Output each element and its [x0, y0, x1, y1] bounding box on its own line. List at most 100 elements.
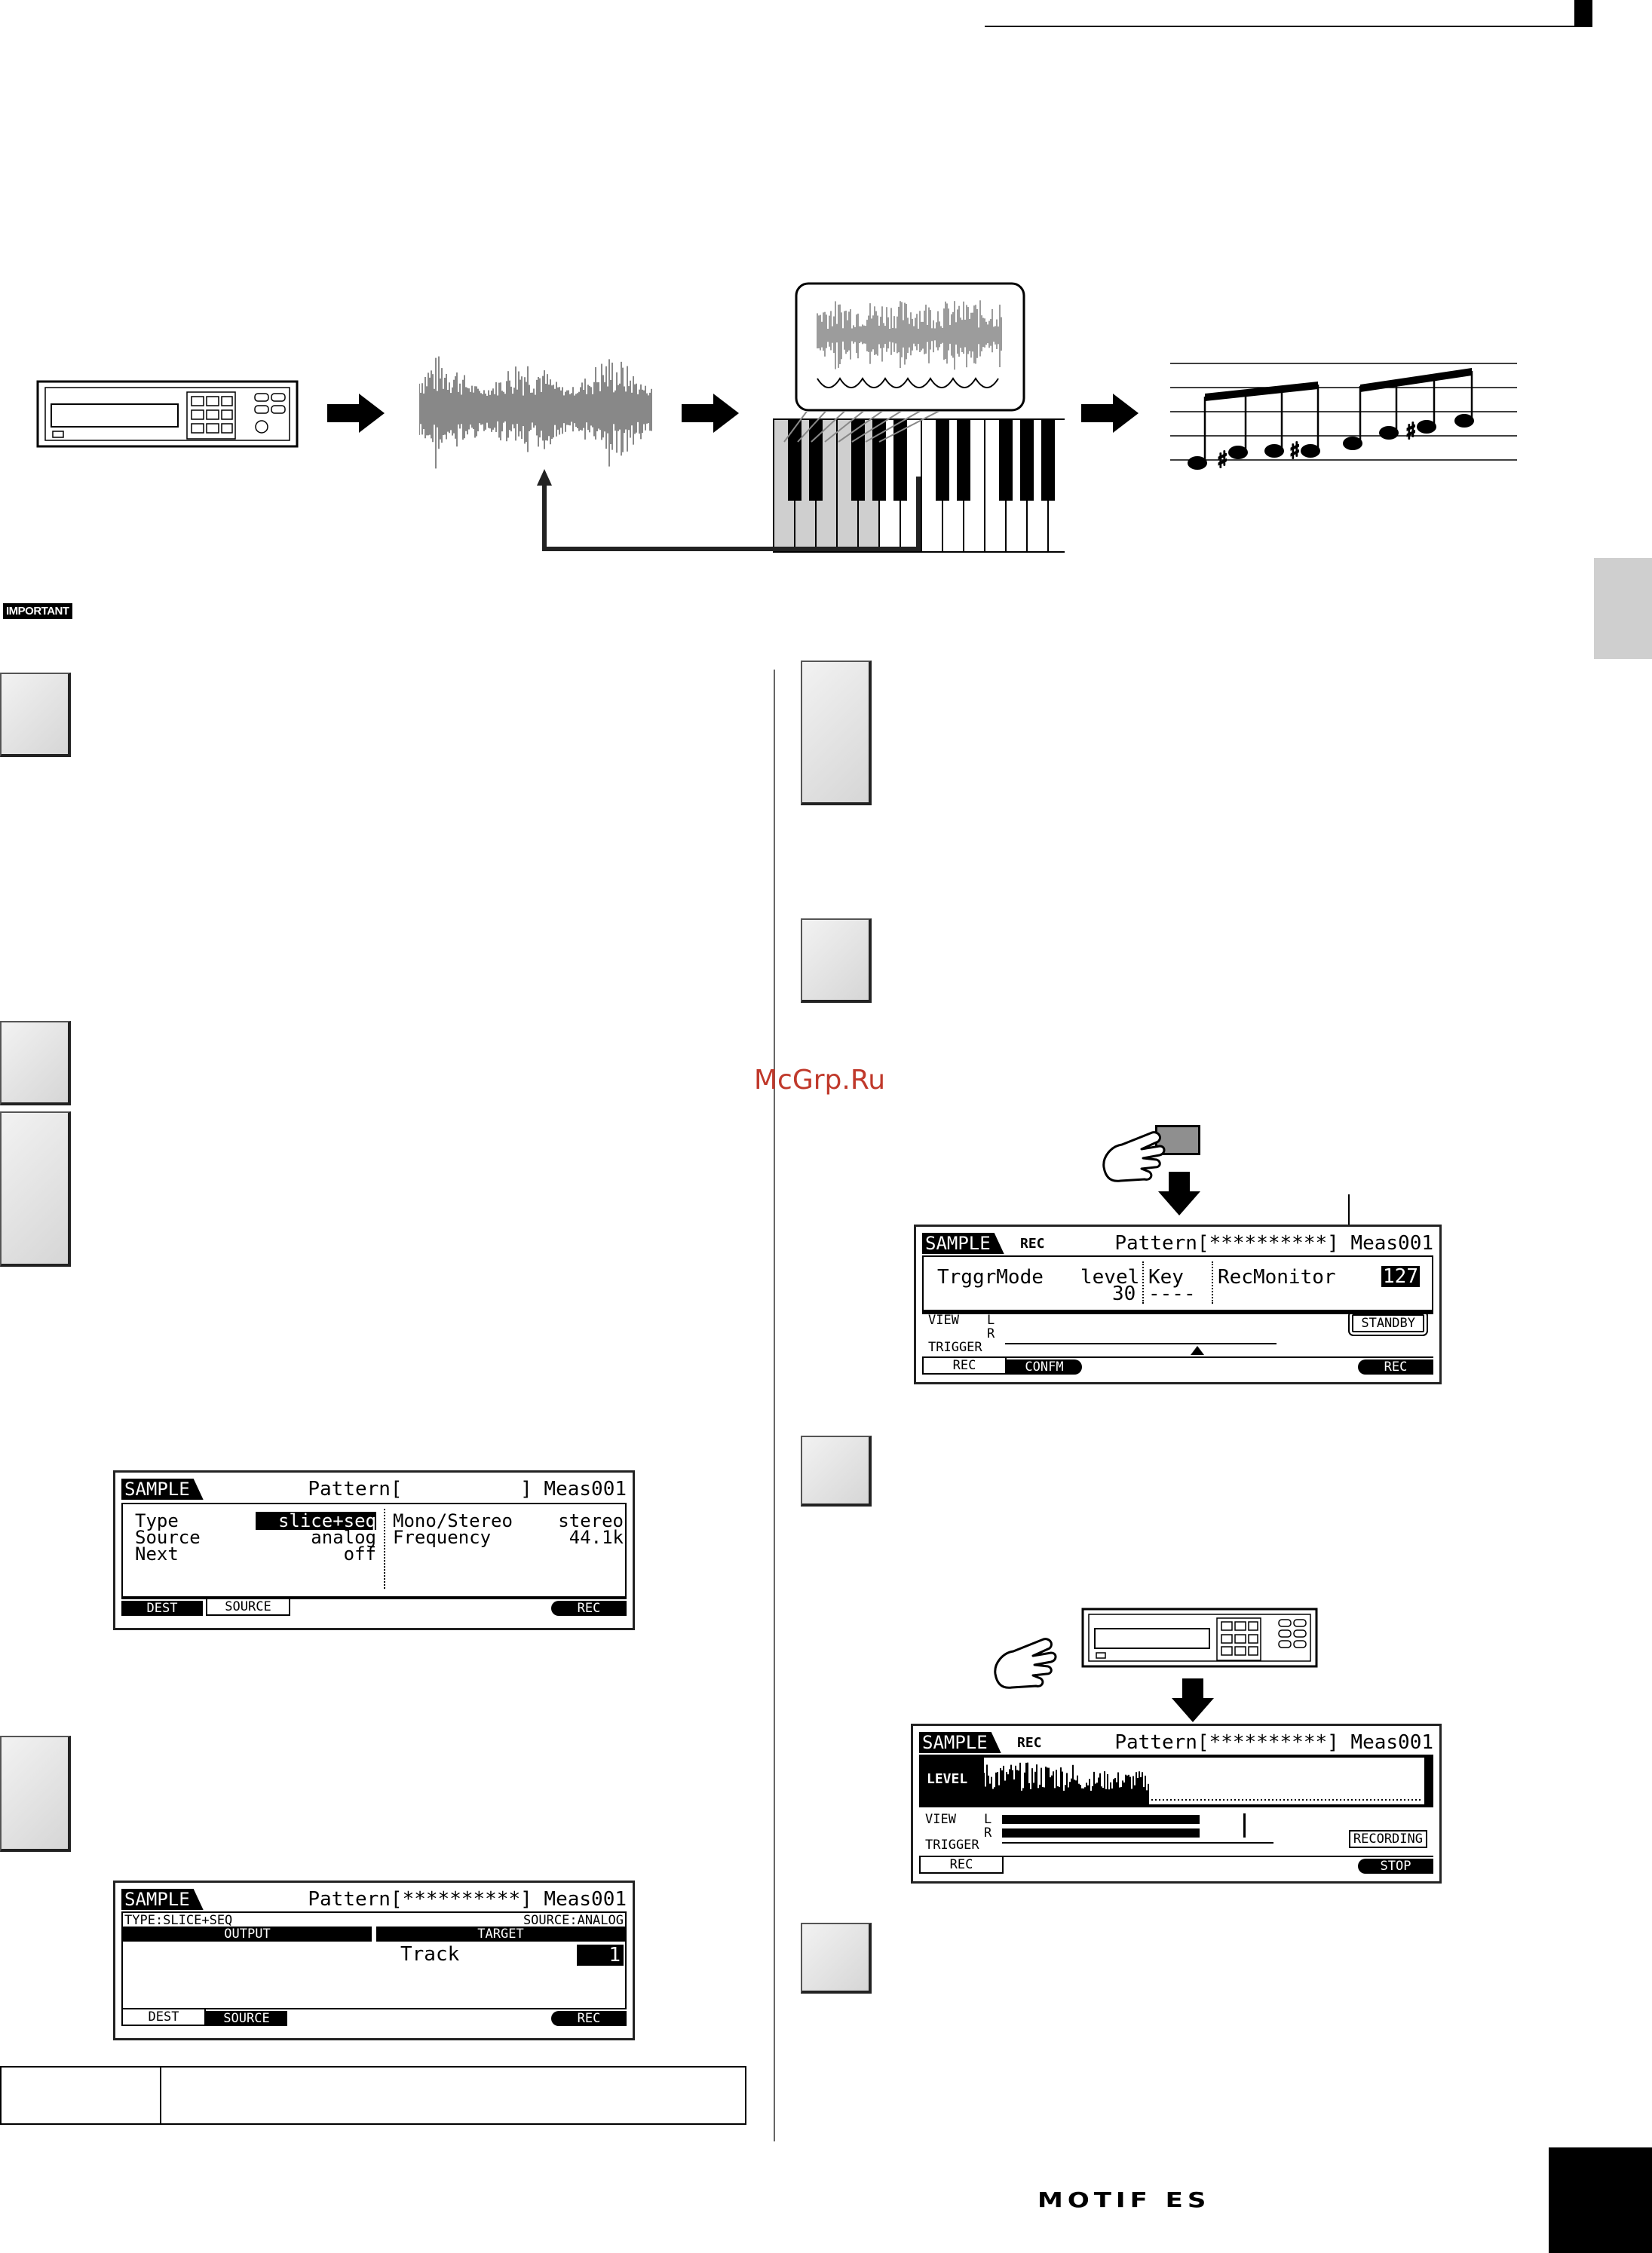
lcd-dest-screen: SAMPLE Pattern[**********] Meas001 TYPE:… [113, 1881, 635, 2040]
keyboard-icon [773, 412, 1065, 553]
track-label: Track [400, 1943, 460, 1966]
rec-tag: REC [1020, 1236, 1045, 1252]
pattern-label: Pattern[**********] Meas001 [1114, 1232, 1433, 1255]
lcd-body: Type slice+seq Source analog Next off Mo… [121, 1503, 627, 1598]
type-line: TYPE:SLICE+SEQ [124, 1913, 233, 1928]
tab-source[interactable]: SOURCE [206, 2011, 287, 2026]
type-row: Type slice+seq [135, 1512, 376, 1530]
lcd-tab-bar: DEST SOURCE REC [121, 1598, 627, 1616]
next-row: Next off [135, 1545, 376, 1563]
music-notation-icon: ♯ ♯ ♯ [1170, 363, 1517, 474]
frequency-value[interactable]: 44.1k [569, 1527, 624, 1548]
type-value[interactable]: slice+seq [255, 1512, 376, 1530]
type-label: Type [135, 1510, 179, 1531]
cd-player-icon [36, 380, 299, 448]
tab-confirm[interactable]: CONFM [1007, 1359, 1082, 1375]
pattern-label: Pattern[**********] Meas001 [308, 1888, 627, 1911]
lcd-recording-screen: SAMPLE REC Pattern[**********] Meas001 L… [911, 1724, 1442, 1884]
meter-area: VIEW L R TRIGGER STANDBY [922, 1310, 1433, 1356]
sliced-waveform-icon [795, 282, 1025, 412]
source-value[interactable]: analog [311, 1527, 376, 1548]
lcd-tab-bar: REC STOP [919, 1856, 1433, 1874]
key-label: Key [1148, 1266, 1184, 1289]
trigger-line [1005, 1343, 1277, 1344]
arrow-right-icon [327, 394, 385, 433]
trigger-label: TRIGGER [928, 1340, 982, 1355]
frequency-label: Frequency [393, 1527, 492, 1548]
tab-rec-right[interactable]: REC [1358, 1359, 1433, 1375]
meter-bar-l [1002, 1815, 1200, 1824]
step-box-8 [801, 1923, 872, 1994]
tab-dest[interactable]: DEST [121, 1601, 203, 1616]
section-thumb-tab [1594, 558, 1652, 659]
mono-stereo-value[interactable]: stereo [558, 1510, 624, 1531]
step-box-5 [801, 661, 872, 805]
rec-monitor-value[interactable]: 127 [1381, 1265, 1420, 1288]
param-divider [1212, 1261, 1213, 1304]
pattern-label: Pattern[**********] Meas001 [1114, 1731, 1433, 1754]
svg-text:♯: ♯ [1405, 418, 1417, 445]
key-value[interactable]: ---- [1148, 1283, 1196, 1305]
lcd-info-line: TYPE:SLICE+SEQ SOURCE:ANALOG [121, 1911, 627, 1928]
next-label: Next [135, 1543, 179, 1565]
level-waveform [984, 1758, 1424, 1804]
header-rule [985, 26, 1577, 27]
important-label: IMPORTANT [3, 603, 72, 619]
step-box-7 [801, 1436, 872, 1507]
lcd-standby-screen: SAMPLE REC Pattern[**********] Meas001 T… [914, 1225, 1442, 1384]
arrow-down-icon [1172, 1678, 1214, 1722]
r-label: R [987, 1326, 995, 1341]
pattern-label: Pattern[ ] Meas001 [308, 1478, 627, 1500]
rec-monitor-label: RecMonitor [1218, 1266, 1336, 1289]
tab-rec[interactable]: REC [551, 2011, 627, 2026]
l-label: L [984, 1812, 992, 1827]
feedback-arrow-icon [537, 469, 921, 551]
waveform-icon [419, 356, 652, 469]
param-divider [1142, 1261, 1144, 1304]
trigger-label: TRIGGER [925, 1838, 979, 1853]
meter-bar-r [1002, 1828, 1200, 1838]
lcd-tab-bar: REC CONFM REC [922, 1356, 1433, 1375]
tab-rec-left[interactable]: REC [922, 1358, 1007, 1375]
rec-tag: REC [1017, 1735, 1042, 1751]
svg-text:♯: ♯ [1217, 447, 1228, 474]
output-header: OUTPUT [123, 1927, 372, 1942]
hand-pointer-icon [1102, 1131, 1166, 1182]
view-label: VIEW [928, 1313, 959, 1328]
cd-player-icon[interactable] [1081, 1608, 1318, 1668]
lcd-tab-bar: DEST SOURCE REC [121, 2008, 627, 2026]
lcd-dotted-divider [384, 1509, 385, 1589]
level-area: LEVEL [919, 1755, 1433, 1807]
mode-label: SAMPLE [121, 1479, 204, 1500]
column-divider [774, 670, 775, 2141]
lcd-title-bar: SAMPLE Pattern[ ] Meas001 [121, 1479, 627, 1500]
level-label: LEVEL [927, 1771, 968, 1787]
next-value[interactable]: off [343, 1543, 376, 1565]
level-value[interactable]: 30 [1112, 1283, 1136, 1305]
lcd-title-bar: SAMPLE REC Pattern[**********] Meas001 [919, 1732, 1433, 1753]
source-label: Source [135, 1527, 201, 1548]
track-value[interactable]: 1 [577, 1945, 624, 1966]
tab-rec[interactable]: REC [551, 1601, 627, 1616]
tab-dest[interactable]: DEST [121, 2009, 206, 2026]
svg-text:♯: ♯ [1289, 438, 1301, 464]
lcd-title-bar: SAMPLE REC Pattern[**********] Meas001 [922, 1233, 1433, 1254]
mono-stereo-label: Mono/Stereo [393, 1510, 513, 1531]
arrow-right-icon [682, 394, 739, 433]
view-label: VIEW [925, 1812, 956, 1827]
flow-diagram: ♯ ♯ ♯ [0, 271, 1652, 588]
watermark: McGrp.Ru [754, 1065, 886, 1096]
tab-stop[interactable]: STOP [1358, 1859, 1433, 1874]
brand-logo: MOTIF ES [1037, 2188, 1211, 2212]
arrow-down-icon [1158, 1172, 1200, 1215]
tab-rec[interactable]: REC [919, 1857, 1004, 1874]
r-label: R [984, 1825, 992, 1841]
mode-label: SAMPLE [922, 1233, 1004, 1254]
header-tab-marker [1574, 0, 1592, 27]
trigger-line [1002, 1842, 1273, 1844]
tab-source[interactable]: SOURCE [206, 1599, 290, 1616]
level-label: level [1080, 1266, 1140, 1289]
peak-marker [1243, 1813, 1246, 1838]
step-box-2 [0, 1021, 71, 1105]
mode-label: SAMPLE [919, 1732, 1001, 1753]
